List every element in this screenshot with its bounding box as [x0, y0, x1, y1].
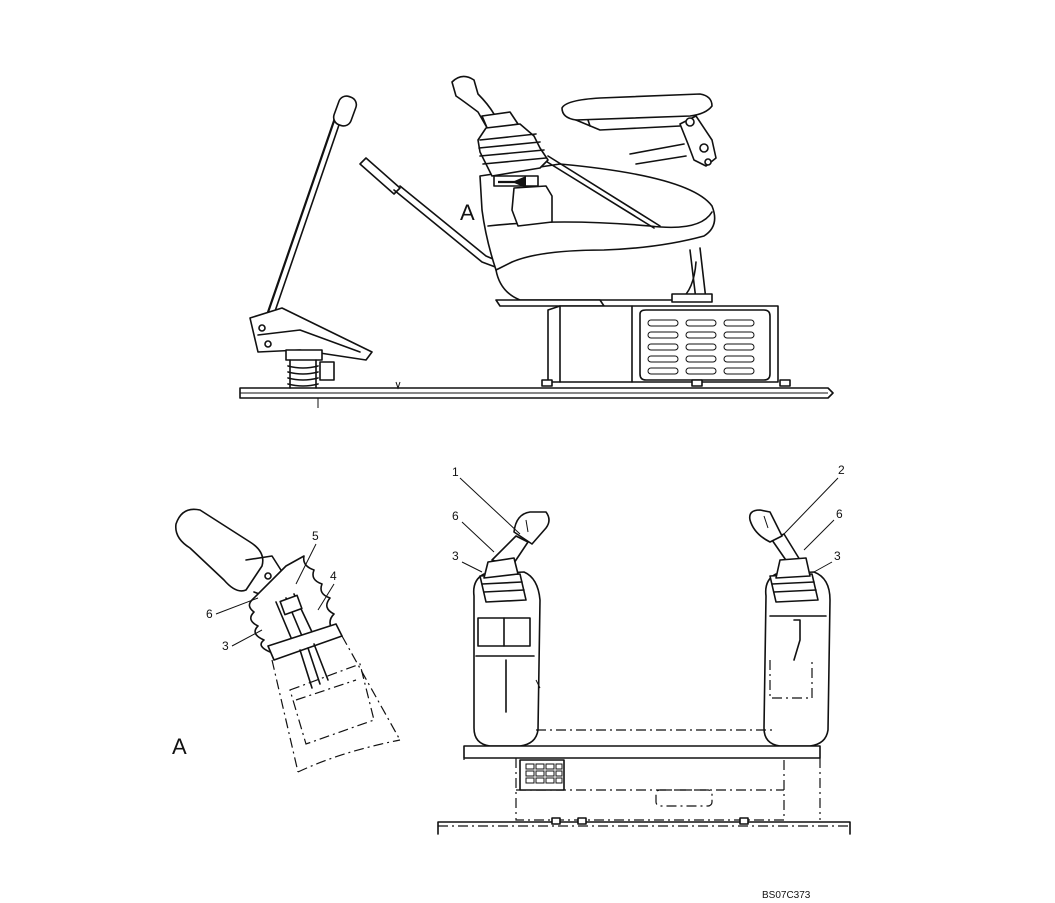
figure-code: BS07C373 [762, 890, 811, 901]
callout-6-right: 6 [836, 507, 843, 521]
callout-3: 3 [222, 639, 229, 653]
right-joystick-front [748, 509, 811, 579]
left-joystick-front [483, 511, 550, 579]
armrest [561, 93, 717, 167]
callout-6-left: 6 [452, 509, 459, 523]
detail-label-a: A [172, 734, 187, 759]
right-console-front [763, 571, 831, 747]
floor-plate [239, 381, 834, 408]
front-base [437, 729, 851, 835]
front-view: 1 6 3 2 6 3 [437, 463, 851, 835]
callout-4: 4 [330, 569, 337, 583]
callout-2: 2 [838, 463, 845, 477]
joystick-side [451, 75, 553, 227]
detail-view-a: 5 4 6 3 A [172, 508, 401, 773]
callout-3-right: 3 [834, 549, 841, 563]
lock-lever [359, 157, 501, 269]
side-view: A [239, 75, 834, 408]
callout-5: 5 [312, 529, 319, 543]
callout-1: 1 [452, 465, 459, 479]
view-label-a: A [460, 200, 475, 225]
callout-6: 6 [206, 607, 213, 621]
base-box [541, 305, 791, 387]
grille-slots [647, 319, 755, 375]
travel-lever-pedal [249, 95, 373, 389]
left-console-front [472, 571, 541, 747]
callout-3-left: 3 [452, 549, 459, 563]
